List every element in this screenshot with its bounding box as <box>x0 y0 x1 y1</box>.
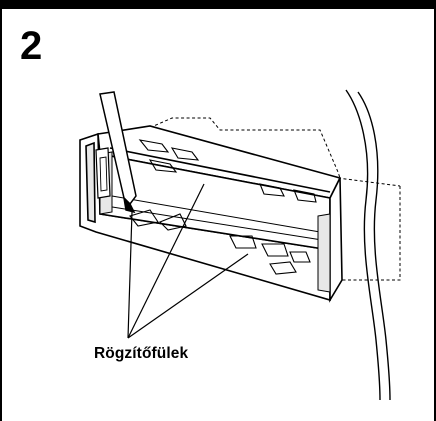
right-border <box>434 9 436 421</box>
step-number: 2 <box>20 24 43 68</box>
screwdriver-icon <box>99 91 137 214</box>
dashboard-opening-outline <box>139 117 401 281</box>
top-border <box>0 0 436 9</box>
cable-icon <box>345 89 391 401</box>
left-border <box>0 9 2 421</box>
mounting-sleeve-icon <box>79 125 343 303</box>
callout-leader-lines <box>127 183 249 339</box>
callout-label: Rögzítőfülek <box>94 345 189 362</box>
